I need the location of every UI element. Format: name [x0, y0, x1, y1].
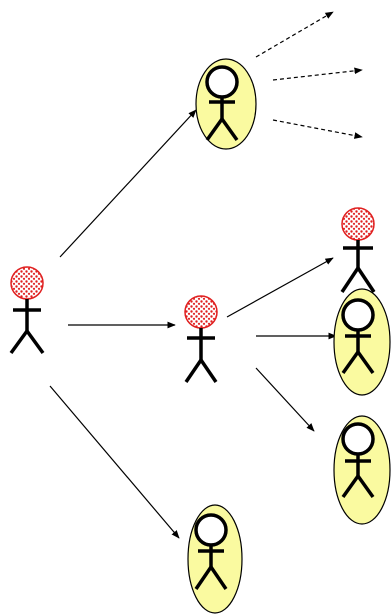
person-right-bottom-immune — [333, 415, 391, 525]
infected-head-icon — [184, 295, 218, 329]
dashed-arrow-3 — [272, 119, 363, 139]
person-top-immune — [195, 58, 257, 150]
arrow-source-to-top — [59, 109, 197, 258]
infected-head-icon — [341, 207, 375, 241]
arrow-middle-to-right-top — [226, 257, 334, 318]
arrows — [49, 11, 363, 539]
person-middle-infected — [184, 295, 218, 383]
arrow-middle-to-right-bottom — [255, 367, 315, 432]
person-bottom-immune — [187, 504, 243, 614]
person-right-mid-immune — [333, 288, 391, 396]
person-right-top-infected — [340, 207, 376, 293]
dashed-arrow-2 — [272, 67, 363, 81]
dashed-arrow-1 — [255, 11, 334, 58]
person-source-infected — [9, 266, 45, 355]
infected-head-icon — [10, 266, 44, 300]
arrow-source-to-bottom — [49, 385, 180, 539]
